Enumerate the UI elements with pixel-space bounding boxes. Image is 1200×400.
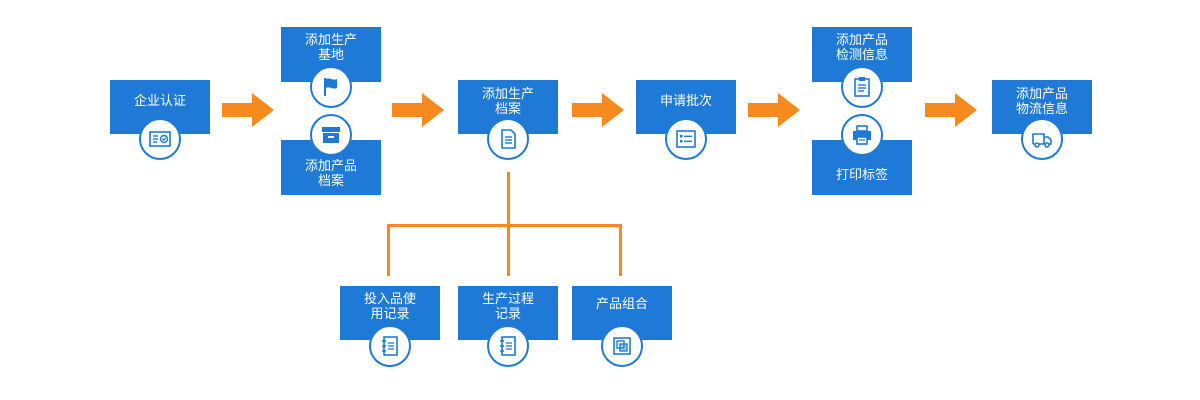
overlap-squares-icon <box>601 325 643 367</box>
notebook-icon <box>487 325 529 367</box>
archive-box-icon <box>310 114 352 156</box>
flow-arrow-1 <box>222 93 274 127</box>
flag-icon <box>310 66 352 108</box>
step-label-line: 档案 <box>317 174 344 189</box>
connector-right-drop <box>619 224 622 276</box>
step-label-line: 生产过程 <box>481 292 534 307</box>
step-label-line: 申请批次 <box>659 93 712 109</box>
flow-arrow-2 <box>392 93 444 127</box>
step-label-line: 产品组合 <box>595 297 648 312</box>
certificate-check-icon <box>139 118 181 160</box>
step-label-line: 投入品使 <box>363 292 416 307</box>
notebook-icon <box>369 325 411 367</box>
step-label-line: 添加产品 <box>835 33 888 48</box>
document-icon <box>487 118 529 160</box>
flow-arrow-3 <box>572 93 624 127</box>
connector-horizontal <box>387 224 622 227</box>
step-label-line: 检测信息 <box>835 48 888 63</box>
step-label-line: 记录 <box>494 307 521 322</box>
step-add-inspection: 添加产品 检测信息 <box>812 27 912 82</box>
step-add-logistics: 添加产品 物流信息 <box>992 80 1092 134</box>
connector-left-drop <box>387 224 390 276</box>
truck-icon <box>1021 118 1063 160</box>
list-form-icon <box>665 118 707 160</box>
step-label-line: 添加生产 <box>481 87 534 102</box>
step-label-line: 物流信息 <box>1015 102 1068 117</box>
step-label-line: 添加生产 <box>304 33 357 48</box>
step-label-line: 用记录 <box>370 307 410 322</box>
printer-icon <box>841 114 883 156</box>
step-label-line: 基地 <box>317 48 344 63</box>
step-label-line: 档案 <box>494 102 521 117</box>
step-label-line: 打印标签 <box>835 168 888 183</box>
step-label-line: 添加产品 <box>1015 87 1068 102</box>
flow-arrow-4 <box>748 93 800 127</box>
step-add-product-archive: 添加产品 档案 <box>281 140 381 195</box>
step-label-line: 添加产品 <box>304 159 357 174</box>
flow-arrow-5 <box>925 93 977 127</box>
step-label-line: 企业认证 <box>133 93 186 109</box>
clipboard-icon <box>841 66 883 108</box>
